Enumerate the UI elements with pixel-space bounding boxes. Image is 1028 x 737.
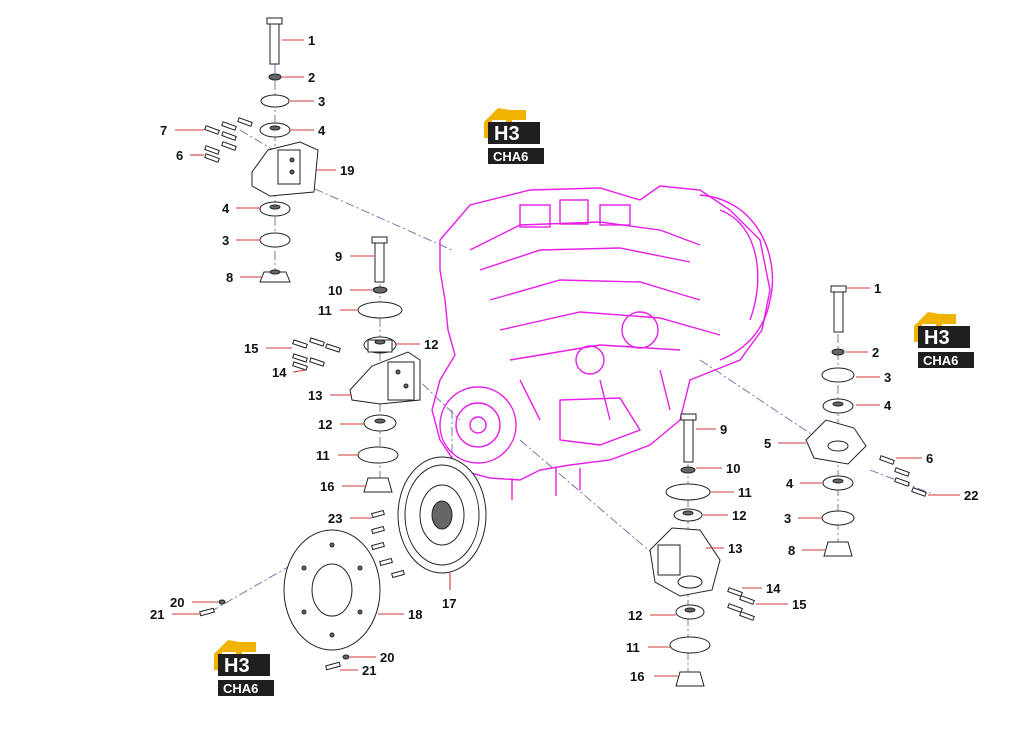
callouts-flywheel: 23 17 20 21 18 20 21	[150, 511, 456, 678]
washer-3-right	[821, 367, 855, 383]
callout-center-left-16: 16	[320, 479, 334, 494]
logo-word-bottom: CHA6	[223, 681, 258, 696]
callout-flywheel-21b: 21	[362, 663, 376, 678]
callout-bottom-center-15: 15	[792, 597, 806, 612]
callout-top-left-19: 19	[340, 163, 354, 178]
nut-10-bottom-center	[680, 466, 696, 474]
callout-flywheel-23: 23	[328, 511, 342, 526]
washer-11b-center-left	[357, 446, 399, 464]
mount-assembly-bottom-center	[649, 413, 755, 687]
bolt-1-top-left	[269, 19, 280, 65]
callout-top-left-6: 6	[176, 148, 183, 163]
nut-2-right	[831, 348, 845, 356]
callout-center-left-10: 10	[328, 283, 342, 298]
callout-right-8: 8	[788, 543, 795, 558]
callout-right-4: 4	[884, 398, 892, 413]
brand-logo-right: H3 CHA6	[914, 312, 974, 368]
washer-11b-bottom-center	[669, 636, 711, 654]
callout-top-left-3b: 3	[222, 233, 229, 248]
base-16-center-left	[363, 477, 393, 493]
bolt-9-center-left	[374, 239, 385, 283]
logo-mark-bottom: H3	[224, 655, 250, 677]
callout-center-left-14: 14	[272, 365, 287, 380]
base-16-bottom-center	[675, 671, 705, 687]
washer-3b-top-left	[259, 232, 291, 248]
callouts-center-left: 9 10 11 12 15 14 13 12 11 16	[244, 249, 438, 494]
callout-right-5: 5	[764, 436, 771, 451]
bolt-head-top-left	[266, 17, 283, 25]
washer-11-center-left	[357, 301, 403, 319]
washer-11-bottom-center	[665, 483, 711, 501]
callout-bottom-center-9: 9	[720, 422, 727, 437]
brand-logo-bottom: H3 CHA6	[214, 640, 274, 696]
callout-center-left-12: 12	[424, 337, 438, 352]
washer-3b-right	[821, 510, 855, 526]
engine-outline	[431, 185, 774, 500]
callout-bottom-center-12: 12	[732, 508, 746, 523]
callout-top-left-4: 4	[318, 123, 326, 138]
callout-top-left-4b: 4	[222, 201, 230, 216]
callout-center-left-12b: 12	[318, 417, 332, 432]
callout-top-left-7: 7	[160, 123, 167, 138]
nut-2-top-left	[268, 73, 282, 81]
callout-right-3b: 3	[784, 511, 791, 526]
bolt-1-right	[833, 289, 844, 333]
callout-bottom-center-12b: 12	[628, 608, 642, 623]
bolt-9-bottom-center	[683, 417, 694, 463]
callout-top-left-3: 3	[318, 94, 325, 109]
callout-flywheel-17: 17	[442, 596, 456, 611]
callout-bottom-center-13: 13	[728, 541, 742, 556]
mount-assembly-right	[805, 285, 927, 557]
callout-flywheel-21: 21	[150, 607, 164, 622]
callout-top-left-2: 2	[308, 70, 315, 85]
callout-flywheel-20b: 20	[380, 650, 394, 665]
callout-center-left-11: 11	[318, 303, 332, 318]
callouts-right: 1 2 3 4 5 6 4 22 3 8	[764, 281, 978, 558]
callout-center-left-11b: 11	[316, 448, 330, 463]
callout-bottom-center-16: 16	[630, 669, 644, 684]
logo-mark-top: H3	[494, 123, 520, 145]
callout-right-2: 2	[872, 345, 879, 360]
callout-bottom-center-14: 14	[766, 581, 781, 596]
callout-right-3: 3	[884, 370, 891, 385]
logo-word-right: CHA6	[923, 353, 958, 368]
callout-right-4b: 4	[786, 476, 794, 491]
callout-top-left-8: 8	[226, 270, 233, 285]
flywheel-assembly	[199, 456, 487, 671]
callout-right-1: 1	[874, 281, 881, 296]
callout-flywheel-18: 18	[408, 607, 422, 622]
callout-bottom-center-11: 11	[738, 485, 752, 500]
callout-bottom-center-11b: 11	[626, 640, 640, 655]
callout-center-left-15: 15	[244, 341, 258, 356]
callout-right-6: 6	[926, 451, 933, 466]
callout-center-left-9: 9	[335, 249, 342, 264]
callout-top-left-1: 1	[308, 33, 315, 48]
mount-assembly-top-left	[204, 17, 319, 283]
base-8-right	[823, 541, 853, 557]
callouts-top-left: 1 2 3 4 7 6 19 4 3 8	[160, 33, 354, 285]
callout-right-22: 22	[964, 488, 978, 503]
logo-mark-right: H3	[924, 327, 950, 349]
logo-word-top: CHA6	[493, 149, 528, 164]
brand-logo-top: H3 CHA6	[484, 108, 544, 164]
callout-center-left-13: 13	[308, 388, 322, 403]
callout-bottom-center-10: 10	[726, 461, 740, 476]
nut-10-center-left	[372, 286, 388, 294]
callout-flywheel-20: 20	[170, 595, 184, 610]
callouts-bottom-center: 9 10 11 12 13 14 15 12 11 16	[626, 422, 806, 684]
washer-3-top-left	[260, 94, 290, 108]
mount-assembly-center-left	[292, 236, 421, 493]
